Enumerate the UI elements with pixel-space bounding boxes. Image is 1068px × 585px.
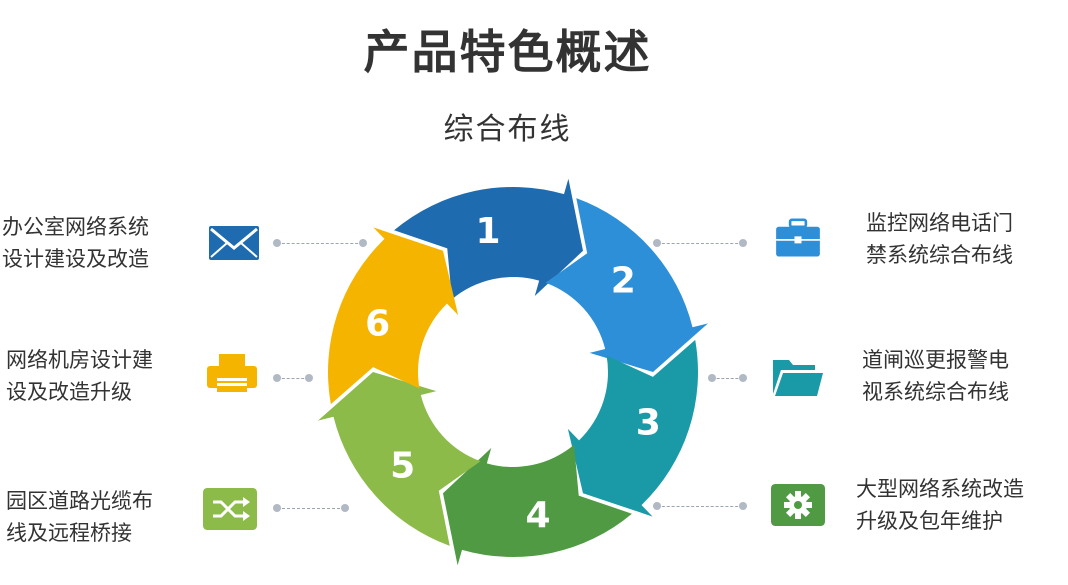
connector-dot xyxy=(739,239,747,247)
feature-line: 设及改造升级 xyxy=(6,380,132,404)
cycle-number-2: 2 xyxy=(611,260,636,301)
feature-item-right-3: 大型网络系统改造 升级及包年维护 xyxy=(856,473,1024,537)
feature-line: 视系统综合布线 xyxy=(862,380,1009,404)
feature-line: 禁系统综合布线 xyxy=(866,243,1013,267)
cycle-number-3: 3 xyxy=(636,402,661,443)
feature-line: 道闸巡更报警电 xyxy=(862,348,1009,372)
cycle-number-6: 6 xyxy=(365,304,390,345)
feature-item-left-2: 网络机房设计建 设及改造升级 xyxy=(6,344,153,408)
page-subtitle: 综合布线 xyxy=(443,112,572,147)
connector-dot xyxy=(739,502,747,510)
connector-line xyxy=(657,506,743,507)
feature-line: 大型网络系统改造 xyxy=(856,477,1024,501)
feature-line: 升级及包年维护 xyxy=(856,509,1003,533)
cycle-segment-6 xyxy=(328,227,459,405)
connector-dot xyxy=(708,374,716,382)
feature-item-left-1: 办公室网络系统 设计建设及改造 xyxy=(2,211,149,275)
feature-item-right-2: 道闸巡更报警电 视系统综合布线 xyxy=(862,344,1009,408)
connector-line xyxy=(657,243,743,244)
cycle-number-4: 4 xyxy=(525,495,550,536)
cycle-number-1: 1 xyxy=(475,211,500,252)
feature-item-left-3: 园区道路光缆布 线及远程桥接 xyxy=(6,485,153,549)
cycle-segment-4 xyxy=(443,444,632,566)
connector-dot xyxy=(305,374,313,382)
connector-dot xyxy=(653,502,661,510)
connector-line xyxy=(277,508,345,509)
connector-dot xyxy=(273,374,281,382)
cycle-segment-2 xyxy=(545,198,709,372)
feature-line: 园区道路光缆布 xyxy=(6,489,153,513)
feature-line: 网络机房设计建 xyxy=(6,348,153,372)
connector-dot xyxy=(359,239,367,247)
connector-line xyxy=(277,378,309,379)
connector-dot xyxy=(341,504,349,512)
feature-line: 监控网络电话门 xyxy=(866,211,1013,235)
cycle-number-5: 5 xyxy=(390,446,415,487)
folder-icon xyxy=(773,360,823,396)
envelope-icon xyxy=(209,226,259,260)
connector-dot xyxy=(653,239,661,247)
printer-icon xyxy=(207,354,257,392)
connector-dot xyxy=(739,374,747,382)
cycle-segment-5 xyxy=(317,372,481,546)
connector-dot xyxy=(273,504,281,512)
feature-line: 办公室网络系统 xyxy=(2,215,149,239)
feature-line: 线及远程桥接 xyxy=(6,521,132,545)
cycle-segment-3 xyxy=(567,339,698,517)
connector-dot xyxy=(273,239,281,247)
cycle-segment-1 xyxy=(394,178,583,300)
gear-icon xyxy=(771,484,825,526)
connector-line xyxy=(712,378,743,379)
feature-item-right-1: 监控网络电话门 禁系统综合布线 xyxy=(866,207,1013,271)
feature-line: 设计建设及改造 xyxy=(2,247,149,271)
shuffle-icon xyxy=(203,488,257,530)
briefcase-icon xyxy=(776,218,820,257)
connector-line xyxy=(277,243,363,244)
page-title: 产品特色概述 xyxy=(363,25,652,79)
